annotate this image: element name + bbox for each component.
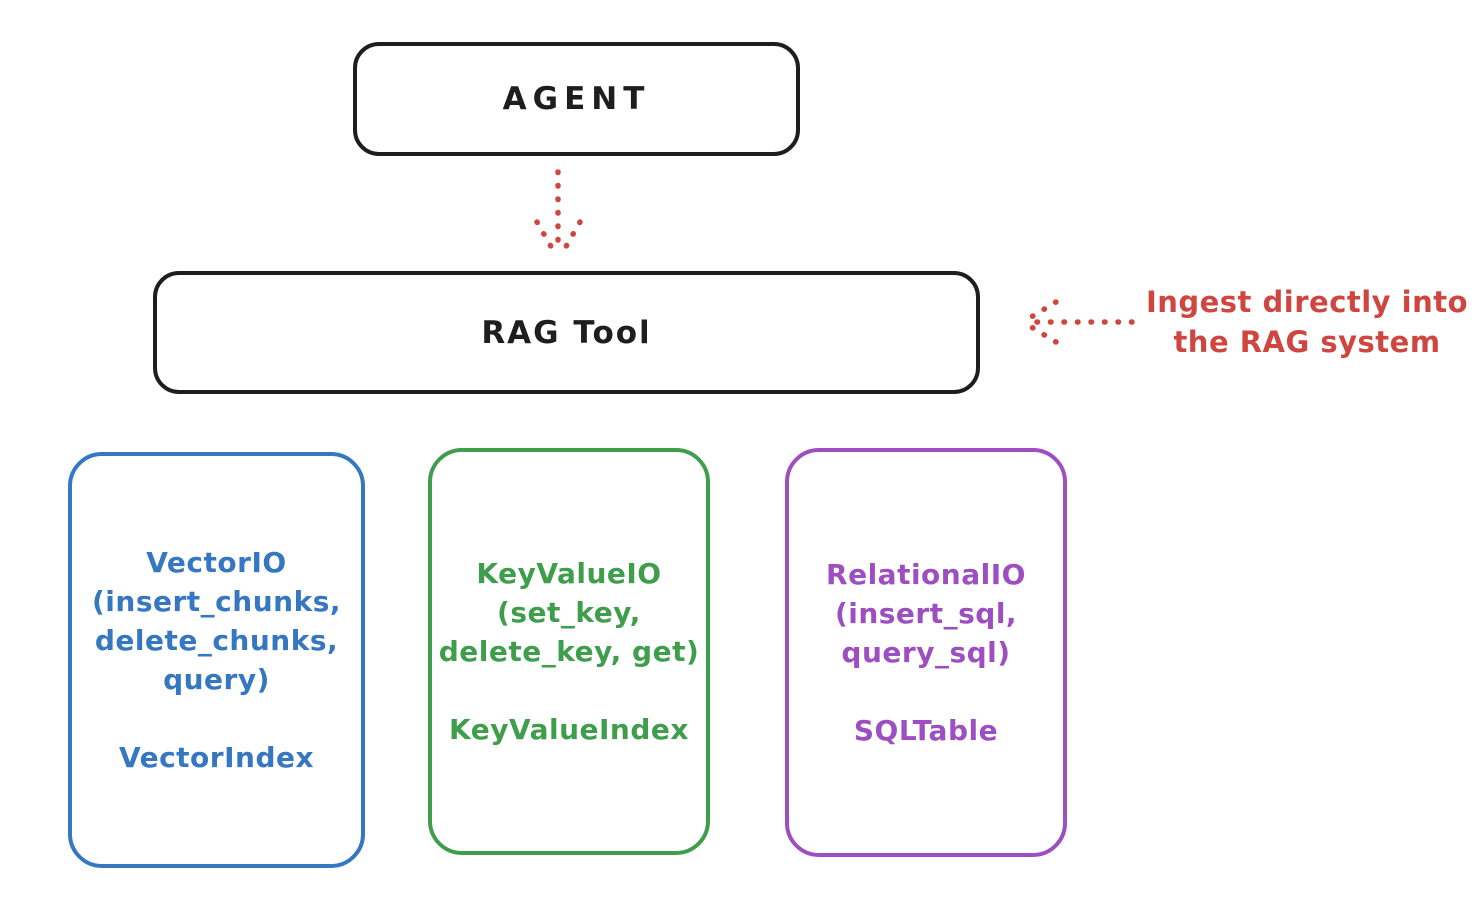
store-method-line: delete_chunks, (94, 624, 339, 657)
rag-tool-label: RAG Tool (481, 314, 652, 351)
store-method-line: (insert_sql, (834, 597, 1018, 630)
ingest-arrow (1020, 299, 1135, 345)
ingest-annotation: Ingest directly into the RAG system (1135, 282, 1479, 362)
store-index-label: SQLTable (853, 714, 999, 747)
store-title: RelationalIO (826, 558, 1026, 591)
ingest-annotation-line1: Ingest directly into (1145, 285, 1469, 319)
rag-tool-node: RAG Tool (153, 271, 980, 394)
store-node-relational-io: RelationalIO (insert_sql, query_sql) SQL… (785, 448, 1067, 857)
store-method-line: (insert_chunks, (92, 585, 341, 618)
store-node-keyvalue-io: KeyValueIO (set_key, delete_key, get) Ke… (428, 448, 710, 855)
store-method-line: query) (163, 663, 270, 696)
store-method-line: delete_key, get) (438, 635, 700, 668)
store-index-label: KeyValueIndex (449, 713, 689, 746)
store-node-vector-io: VectorIO (insert_chunks, delete_chunks, … (68, 452, 365, 868)
store-method-line: query_sql) (841, 636, 1011, 669)
store-title: KeyValueIO (476, 557, 662, 590)
ingest-annotation-line2: the RAG system (1173, 325, 1441, 359)
store-title: VectorIO (146, 546, 287, 579)
store-method-line: (set_key, (497, 596, 641, 629)
agent-label: AGENT (502, 81, 651, 117)
agent-to-ragtool-arrow (534, 169, 583, 260)
agent-node: AGENT (353, 42, 800, 156)
store-index-label: VectorIndex (118, 741, 315, 774)
